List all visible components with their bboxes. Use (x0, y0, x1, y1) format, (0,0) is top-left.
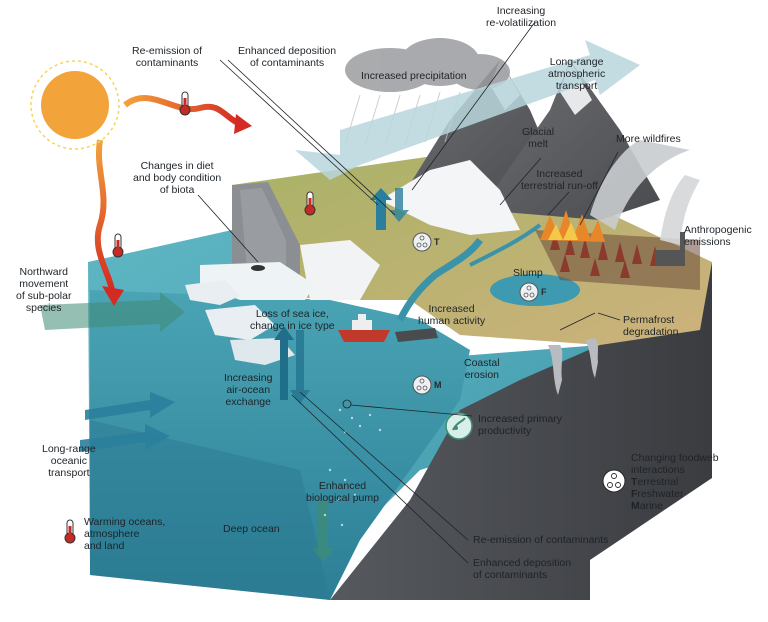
oceanic-transport-arrow (85, 392, 175, 420)
re-emission-bottom-label: Re-emission of contaminants (473, 534, 609, 546)
cloud (345, 38, 510, 92)
atmospheric-transport-arrow (295, 40, 640, 180)
foodweb-icon (602, 469, 626, 493)
pier (395, 328, 438, 342)
marine-badge: M (434, 380, 442, 390)
thermometer-icon (112, 233, 124, 258)
factory-icon (655, 232, 685, 266)
foodweb-icon (412, 375, 432, 395)
air-ocean-arrow-up (274, 326, 294, 400)
more-wildfires-label: More wildfires (616, 133, 681, 145)
thermometer-icon (304, 191, 316, 216)
glacier (380, 160, 520, 235)
slump-label: Slump (513, 267, 543, 279)
foodweb-legend-terrestrial: Terrestrial (631, 476, 679, 488)
freshwater-badge: F (541, 287, 547, 297)
loss-sea-ice-label: Loss of sea ice,change in ice type (250, 308, 335, 332)
heat-arrow (123, 95, 242, 127)
foodweb-icon (412, 232, 432, 252)
seal-icon (251, 265, 265, 271)
productivity-callout-circle (342, 399, 352, 409)
plankton-dots (323, 408, 382, 527)
leader-lines (197, 21, 621, 564)
foodweb-legend-freshwater: Freshwater (631, 488, 684, 500)
sun-icon (30, 60, 120, 150)
thermometer-icon (179, 91, 191, 116)
re-emission-arrow (370, 188, 392, 230)
rock-side (330, 262, 712, 600)
smoke-plume (590, 140, 690, 230)
deep-ocean-shade (90, 420, 330, 600)
increased-precipitation-label: Increased precipitation (361, 70, 467, 82)
ocean-front (90, 290, 470, 600)
foodweb-icon (519, 282, 539, 302)
deep-ocean-label: Deep ocean (223, 523, 280, 535)
terrestrial-badge: T (434, 237, 440, 247)
river (396, 237, 483, 322)
permafrost-ice (548, 345, 563, 395)
thermometer-icon (64, 519, 76, 544)
biological-pump-arrow (312, 500, 334, 562)
deposition-arrow (389, 188, 409, 222)
foodweb-legend-marine: Marine (631, 500, 664, 512)
ship-icon (338, 314, 390, 342)
species-movement-arrow (40, 292, 185, 332)
productivity-icon (445, 412, 473, 440)
forest (535, 230, 700, 290)
fire-icon (540, 210, 605, 242)
